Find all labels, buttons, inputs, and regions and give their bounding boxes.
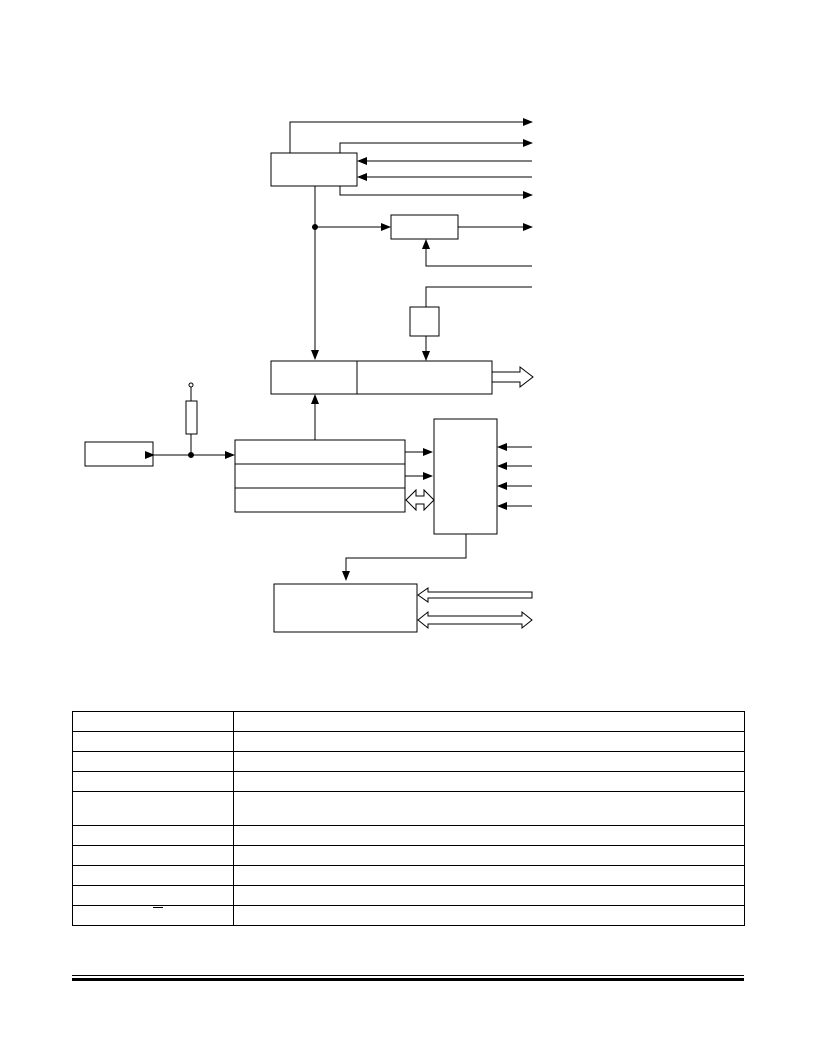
table-cell [72, 751, 234, 772]
small-block-input [422, 239, 532, 267]
table-cell [233, 751, 745, 772]
wide-output-arrow [492, 365, 534, 389]
register-stack-top [234, 439, 406, 465]
table-cell [233, 731, 745, 752]
table-cell [233, 905, 745, 926]
table-cell [233, 885, 745, 906]
bottom-bidirectional-bus [417, 610, 533, 630]
table-cell [233, 825, 745, 846]
small-right-block [390, 214, 459, 240]
table-cell [233, 865, 745, 886]
stack-bidirectional-bus [405, 488, 435, 512]
table-cell [233, 711, 745, 732]
table-row [72, 845, 745, 866]
top-output-line-3 [339, 186, 533, 199]
table-row [72, 731, 745, 752]
table-cell [72, 825, 234, 846]
table-cell [72, 711, 234, 732]
tiny-block-input [425, 286, 532, 307]
table-cell [72, 865, 234, 886]
combined-right-block [356, 360, 493, 395]
table-row [72, 865, 745, 886]
table-cell [233, 845, 745, 866]
active-low-overbar [153, 907, 163, 908]
table-row [72, 791, 745, 826]
bottom-block [273, 583, 418, 633]
combined-left-block [270, 360, 358, 395]
table-row [72, 885, 745, 906]
tall-right-block [433, 418, 498, 535]
table-cell [233, 791, 745, 826]
pin-description-table [72, 711, 745, 926]
tall-block-to-bottom-line [342, 534, 467, 581]
table-row [72, 711, 745, 732]
block-diagram [84, 118, 534, 633]
bottom-input-bus-arrow [417, 587, 533, 603]
register-stack-middle [234, 463, 406, 489]
top-output-line-2 [339, 139, 533, 153]
table-row [72, 751, 745, 772]
table-row [72, 771, 745, 792]
supply-terminal [188, 382, 194, 388]
table-cell [72, 845, 234, 866]
footer-rule-thin [72, 975, 744, 976]
resistor [185, 400, 198, 435]
top-output-line-1 [289, 118, 533, 153]
tiny-block [409, 306, 440, 337]
table-cell [233, 771, 745, 792]
table-cell [72, 731, 234, 752]
table-cell [72, 771, 234, 792]
top-block [270, 152, 358, 187]
table-cell [72, 791, 234, 826]
footer-rule-thick [72, 978, 744, 981]
left-external-block [84, 441, 154, 467]
table-row [72, 825, 745, 846]
register-stack-bottom [234, 487, 406, 513]
table-cell [72, 885, 234, 906]
table-row [72, 905, 745, 926]
table-cell [72, 905, 234, 926]
